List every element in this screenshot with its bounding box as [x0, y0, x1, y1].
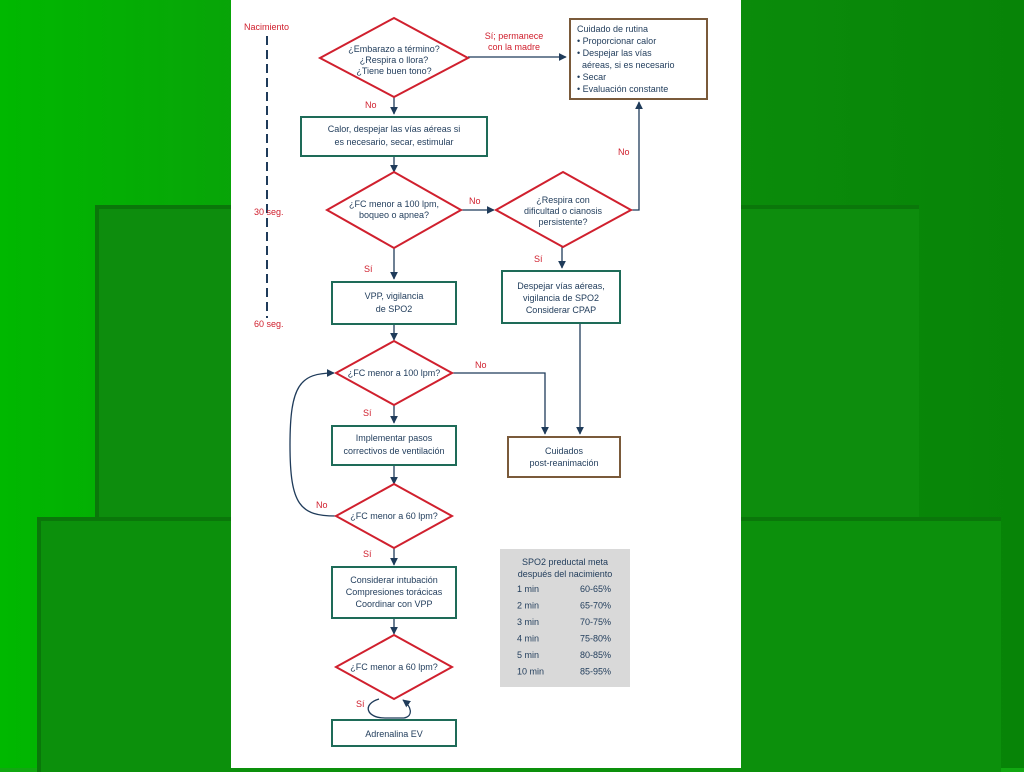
intubation-line-3: Coordinar con VPP: [355, 599, 432, 609]
d1-line-2: ¿Respira o llora?: [360, 55, 429, 65]
spo2-table-rows: 1 min 60-65% 2 min 65-70% 3 min 70-75% 4 min 75…: [517, 584, 611, 677]
label-no-d5: No: [316, 500, 328, 510]
arrow-d4-to-post: [452, 372, 549, 435]
spo2-row-time: 1 min: [517, 584, 539, 594]
d2-line-2: boqueo o apnea?: [359, 210, 429, 220]
arrow-d3-to-routine: [631, 101, 643, 211]
routine-line-2: • Proporcionar calor: [577, 36, 656, 46]
d2-line-1: ¿FC menor a 100 lpm,: [349, 199, 439, 209]
d1-line-1: ¿Embarazo a término?: [348, 44, 440, 54]
intubation-line-2: Compresiones torácicas: [346, 587, 443, 597]
adrenaline-text: Adrenalina EV: [365, 729, 423, 739]
label-no-d4: No: [475, 360, 487, 370]
decision-d1: [317, 16, 471, 99]
corrective-line-1: Implementar pasos: [356, 433, 433, 443]
ppv-line-1: VPP, vigilancia: [365, 291, 424, 301]
spo2-row-target: 75-80%: [580, 634, 611, 644]
box-texts: Calor, despejar las vías aéreas si es ne…: [328, 124, 605, 739]
label-yes-mother-1: Sí; permanece: [485, 31, 544, 41]
decision-d5: [333, 482, 455, 550]
spo2-row-time: 4 min: [517, 634, 539, 644]
box-warm: [300, 116, 488, 157]
box-ppv: [331, 281, 457, 325]
post-line-1: Cuidados: [545, 446, 584, 456]
box-post-resuscitation: [507, 436, 621, 478]
spo2-row-target: 70-75%: [580, 617, 611, 627]
timeline: Nacimiento 30 seg. 60 seg.: [244, 22, 289, 329]
d3-line-1: ¿Respira con: [536, 195, 590, 205]
box-routine-care: [569, 18, 708, 100]
d4-text: ¿FC menor a 100 lpm?: [348, 368, 441, 378]
decision-d4: [333, 339, 455, 407]
arrow-d6-loop: [367, 698, 411, 719]
routine-line-4: aéreas, si es necesario: [577, 60, 675, 70]
spo2-row-target: 60-65%: [580, 584, 611, 594]
decision-d6: [333, 633, 455, 701]
box-adrenaline: [331, 719, 457, 747]
routine-line-1: Cuidado de rutina: [577, 24, 648, 34]
spo2-title-line-1: SPO2 preductal meta: [522, 557, 608, 567]
label-yes-d6: Sí: [356, 699, 365, 709]
connectors: [289, 53, 643, 719]
d5-text: ¿FC menor a 60 lpm?: [350, 511, 438, 521]
label-no-d1: No: [365, 100, 377, 110]
clear-line-3: Considerar CPAP: [526, 305, 596, 315]
label-yes-d4: Sí: [363, 408, 372, 418]
ppv-line-2: de SPO2: [376, 304, 413, 314]
label-yes-mother-2: con la madre: [488, 42, 540, 52]
spo2-row-target: 65-70%: [580, 601, 611, 611]
spo2-table: [500, 549, 630, 687]
warm-line-1: Calor, despejar las vías aéreas si: [328, 124, 461, 134]
timeline-60s-label: 60 seg.: [254, 319, 284, 329]
decision-shapes: [317, 16, 634, 701]
spo2-row-time: 2 min: [517, 601, 539, 611]
routine-care-texts: Cuidado de rutina • Proporcionar calor •…: [577, 24, 675, 94]
spo2-table-title: SPO2 preductal meta después del nacimien…: [518, 557, 613, 579]
warm-line-2: es necesario, secar, estimular: [334, 137, 453, 147]
clear-line-2: vigilancia de SPO2: [523, 293, 599, 303]
routine-line-5: • Secar: [577, 72, 606, 82]
spo2-title-line-2: después del nacimiento: [518, 569, 613, 579]
action-boxes: [300, 116, 621, 747]
d3-line-2: dificultad o cianosis: [524, 206, 603, 216]
branch-labels: Sí; permanece con la madre No No No Sí S…: [316, 31, 630, 709]
box-intubation: [331, 566, 457, 619]
label-yes-d3: Sí: [534, 254, 543, 264]
d1-line-3: ¿Tiene buen tono?: [356, 66, 431, 76]
timeline-birth-label: Nacimiento: [244, 22, 289, 32]
d6-text: ¿FC menor a 60 lpm?: [350, 662, 438, 672]
spo2-row-time: 3 min: [517, 617, 539, 627]
routine-line-6: • Evaluación constante: [577, 84, 668, 94]
spo2-row-time: 10 min: [517, 667, 544, 677]
clear-line-1: Despejar vías aéreas,: [517, 281, 605, 291]
d3-line-3: persistente?: [538, 217, 587, 227]
decision-d2: [324, 170, 464, 250]
spo2-row-target: 80-85%: [580, 650, 611, 660]
timeline-30s-label: 30 seg.: [254, 207, 284, 217]
spo2-row-time: 5 min: [517, 650, 539, 660]
corrective-line-2: correctivos de ventilación: [343, 446, 444, 456]
label-yes-d2: Sí: [364, 264, 373, 274]
arrow-d5-loop-to-d4: [289, 369, 337, 517]
label-no-d3: No: [618, 147, 630, 157]
box-corrective: [331, 425, 457, 466]
decision-d3: [493, 170, 634, 249]
intubation-line-1: Considerar intubación: [350, 575, 438, 585]
label-yes-d5: Sí: [363, 549, 372, 559]
post-line-2: post-reanimación: [529, 458, 598, 468]
label-no-d2: No: [469, 196, 481, 206]
box-clear-airway: [501, 270, 621, 324]
care-boxes: [507, 18, 708, 478]
decision-texts: ¿Embarazo a término? ¿Respira o llora? ¿…: [348, 44, 603, 672]
spo2-row-target: 85-95%: [580, 667, 611, 677]
routine-line-3: • Despejar las vías: [577, 48, 652, 58]
